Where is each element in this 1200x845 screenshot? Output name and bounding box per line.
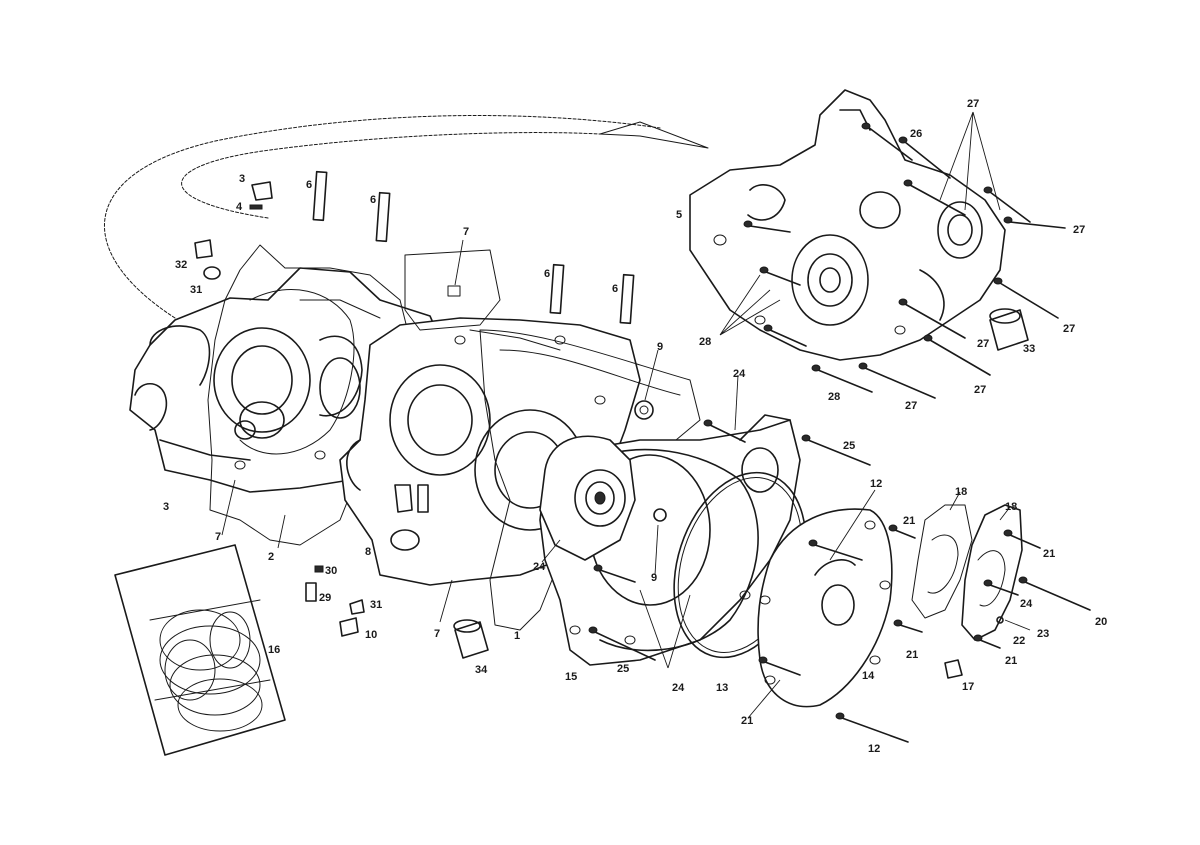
gasket-1 — [479, 329, 701, 631]
label-24: 24 — [533, 561, 546, 573]
callout-labels: 3 4 6 6 6 6 7 32 31 5 26 27 27 27 27 27 … — [163, 98, 1107, 755]
label-10: 10 — [365, 629, 377, 641]
assembly-arrow — [104, 115, 709, 319]
label-7: 7 — [434, 628, 440, 640]
label-6: 6 — [306, 179, 312, 191]
label-13: 13 — [716, 682, 728, 694]
label-18: 18 — [955, 486, 967, 498]
bolt-group — [588, 122, 1091, 743]
dowel-sleeve-33 — [989, 308, 1029, 351]
label-28: 28 — [828, 391, 840, 403]
leader-lines — [221, 111, 1031, 719]
label-24: 24 — [672, 682, 685, 694]
label-21: 21 — [1005, 655, 1017, 667]
label-22: 22 — [1013, 635, 1025, 647]
label-14: 14 — [862, 670, 875, 682]
label-16: 16 — [268, 644, 280, 656]
small-parts-left — [194, 181, 365, 637]
label-21: 21 — [1043, 548, 1055, 560]
label-21: 21 — [903, 515, 915, 527]
label-20: 20 — [1095, 616, 1107, 628]
label-21: 21 — [741, 715, 753, 727]
label-27: 27 — [977, 338, 989, 350]
label-6: 6 — [370, 194, 376, 206]
gasket-2 — [207, 244, 411, 546]
label-24: 24 — [1020, 598, 1033, 610]
label-28: 28 — [699, 336, 711, 348]
label-6: 6 — [612, 283, 618, 295]
label-6: 6 — [544, 268, 550, 280]
label-5: 5 — [676, 209, 682, 221]
label-21: 21 — [906, 649, 918, 661]
label-9: 9 — [657, 341, 663, 353]
right-crankcase-half — [689, 89, 1006, 361]
label-7: 7 — [463, 226, 469, 238]
label-23: 23 — [1037, 628, 1049, 640]
label-27: 27 — [967, 98, 979, 110]
dowel-sleeve-34 — [453, 619, 489, 659]
bearing-housing — [539, 435, 636, 561]
cover-plate-18 — [961, 504, 1023, 641]
gasket-7-upper — [404, 249, 501, 331]
label-18: 18 — [1005, 501, 1017, 513]
label-25: 25 — [617, 663, 629, 675]
label-29: 29 — [319, 592, 331, 604]
label-3: 3 — [163, 501, 169, 513]
label-15: 15 — [565, 671, 577, 683]
label-4: 4 — [236, 201, 243, 213]
label-2: 2 — [268, 551, 274, 563]
label-1: 1 — [514, 630, 520, 642]
label-30: 30 — [325, 565, 337, 577]
gasket-kit-16 — [114, 544, 286, 756]
seal-9-upper — [634, 400, 654, 420]
label-9: 9 — [651, 572, 657, 584]
label-32: 32 — [175, 259, 187, 271]
gasket-18 — [911, 504, 973, 619]
label-27: 27 — [905, 400, 917, 412]
label-12: 12 — [868, 743, 880, 755]
label-27: 27 — [1063, 323, 1075, 335]
label-24: 24 — [733, 368, 746, 380]
stud-group-6 — [312, 170, 635, 325]
label-7: 7 — [215, 531, 221, 543]
label-26: 26 — [910, 128, 922, 140]
label-31: 31 — [190, 284, 202, 296]
label-8: 8 — [365, 546, 371, 558]
label-27: 27 — [1073, 224, 1085, 236]
label-34: 34 — [475, 664, 488, 676]
label-31: 31 — [370, 599, 382, 611]
label-33: 33 — [1023, 343, 1035, 355]
label-27: 27 — [974, 384, 986, 396]
label-25: 25 — [843, 440, 855, 452]
label-17: 17 — [962, 681, 974, 693]
label-12: 12 — [870, 478, 882, 490]
label-3: 3 — [239, 173, 245, 185]
